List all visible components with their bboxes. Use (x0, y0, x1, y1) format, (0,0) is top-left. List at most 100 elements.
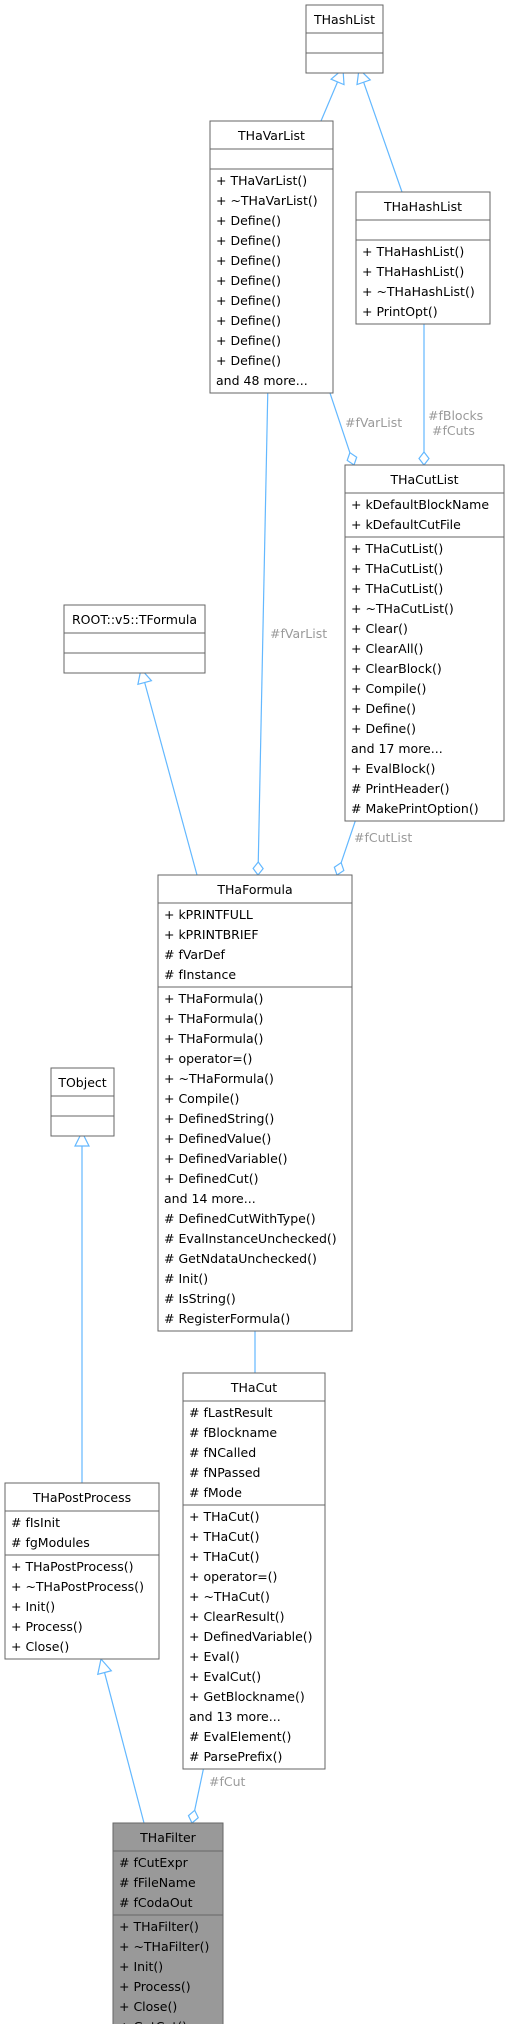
class-method: + THaHashList() (362, 244, 464, 259)
class-attribute: # fVarDef (164, 947, 226, 962)
class-attribute: # fBlockname (189, 1425, 277, 1440)
class-method: + ~THaFormula() (164, 1071, 274, 1086)
class-method: + Init() (11, 1599, 55, 1614)
class-method: + Define() (216, 233, 281, 248)
class-box (344, 464, 505, 822)
edge-label-thavarlist-to-thacutlist: #fVarList (345, 415, 402, 430)
class-method: + ClearAll() (351, 641, 423, 656)
class-thacut[interactable]: THaCut# fLastResult# fBlockname# fNCalle… (182, 1372, 326, 1770)
class-title: ROOT::v5::TFormula (72, 612, 197, 627)
class-method: + ~THaPostProcess() (11, 1579, 144, 1594)
class-thashlist[interactable]: THashList (305, 4, 384, 74)
class-method: and 48 more... (216, 373, 308, 388)
class-method: + THaFormula() (164, 1031, 263, 1046)
class-title: THaHashList (383, 199, 462, 214)
class-method: + DefinedVariable() (164, 1151, 288, 1166)
class-method: # IsString() (164, 1291, 236, 1306)
class-method: # EvalElement() (189, 1729, 291, 1744)
class-method: + ~THaCut() (189, 1589, 270, 1604)
class-method: + THaCut() (189, 1529, 259, 1544)
class-attribute: + kDefaultBlockName (351, 497, 489, 512)
class-thapostprocess[interactable]: THaPostProcess # fIsInit # fgModules + THaP… (4, 1482, 160, 1660)
class-thafilter[interactable]: THaFilter # fCutExpr # fFileName # fCodaOut… (112, 1822, 224, 2024)
class-method: # EvalInstanceUnchecked() (164, 1231, 337, 1246)
class-tformula[interactable]: ROOT::v5::TFormula (63, 604, 206, 674)
class-attribute: # fIsInit (11, 1515, 60, 1530)
class-method: + THaFormula() (164, 1011, 263, 1026)
class-method: + Define() (216, 313, 281, 328)
edge-thavarlist-inherits-thashlist (320, 67, 345, 122)
class-method: + Define() (216, 213, 281, 228)
class-method: + Eval() (189, 1649, 240, 1664)
class-method: + ~THaFilter() (119, 1939, 209, 1954)
class-thavarlist[interactable]: THaVarList+ THaVarList()+ ~THaVarList()+… (209, 120, 334, 394)
class-attribute: # fInstance (164, 967, 236, 982)
class-method: + THaCutList() (351, 541, 443, 556)
edge-label-thavarlist-to-thaformula: #fVarList (270, 626, 327, 641)
class-box (50, 1067, 115, 1137)
class-box (157, 874, 353, 1332)
class-method: # RegisterFormula() (164, 1311, 290, 1326)
class-method: + operator=() (164, 1051, 252, 1066)
class-method: + Define() (216, 333, 281, 348)
class-attribute: # fFileName (119, 1875, 196, 1890)
class-attribute: # fNPassed (189, 1465, 260, 1480)
edge-label-thahashlist-to-thacutlist-1: #fBlocks (428, 408, 483, 423)
class-box (182, 1372, 326, 1770)
edge-label-thacut-to-thafilter: #fCut (209, 1774, 246, 1789)
class-thahashlist[interactable]: THaHashList + THaHashList() + THaHashList(… (355, 191, 491, 325)
class-method: + THaFormula() (164, 991, 263, 1006)
edge-thahashlist-inherits-thashlist (356, 67, 403, 193)
class-method: # GetNdataUnchecked() (164, 1251, 317, 1266)
class-method: + ~THaHashList() (362, 284, 475, 299)
class-method: + Define() (351, 701, 416, 716)
class-method: + ~THaCutList() (351, 601, 454, 616)
class-attribute: + kPRINTFULL (164, 907, 253, 922)
class-method: + Close() (119, 1999, 177, 2014)
edge-thaformula-inherits-tformula (137, 667, 198, 876)
class-title: THaFilter (139, 1830, 197, 1845)
class-thaformula[interactable]: THaFormula+ kPRINTFULL+ kPRINTBRIEF# fVa… (157, 874, 353, 1332)
class-box (112, 1822, 224, 2024)
class-method: + Compile() (351, 681, 426, 696)
class-method: # MakePrintOption() (351, 801, 479, 816)
edge-label-thahashlist-to-thacutlist-2: #fCuts (432, 423, 475, 438)
class-title: THaVarList (237, 128, 305, 143)
class-method: + THaCutList() (351, 561, 443, 576)
class-box (305, 4, 384, 74)
class-method: + operator=() (189, 1569, 277, 1584)
class-attribute: # fgModules (11, 1535, 90, 1550)
edge-thahashlist-to-thacutlist (418, 311, 430, 466)
edges (74, 67, 430, 1824)
class-method: + GetCut() (119, 2019, 187, 2024)
class-method: + THaCutList() (351, 581, 443, 596)
class-attribute: # fNCalled (189, 1445, 256, 1460)
class-attribute: # fCodaOut (119, 1895, 193, 1910)
class-thacutlist[interactable]: THaCutList+ kDefaultBlockName+ kDefaultC… (344, 464, 505, 822)
class-method: # DefinedCutWithType() (164, 1211, 316, 1226)
class-method: + GetBlockname() (189, 1689, 305, 1704)
class-title: THaCut (230, 1380, 277, 1395)
class-title: THaFormula (216, 882, 292, 897)
class-method: # Init() (164, 1271, 208, 1286)
class-tobject[interactable]: TObject (50, 1067, 115, 1137)
class-method: # PrintHeader() (351, 781, 449, 796)
class-method: + THaHashList() (362, 264, 464, 279)
class-box (4, 1482, 160, 1660)
class-title: THaCutList (389, 472, 458, 487)
class-method: + Process() (119, 1979, 191, 1994)
edge-thavarlist-to-thaformula (252, 380, 269, 876)
class-method: + Close() (11, 1639, 69, 1654)
class-method: + DefinedCut() (164, 1171, 259, 1186)
class-method: + Compile() (164, 1091, 239, 1106)
class-method: + THaCut() (189, 1509, 259, 1524)
class-method: + DefinedVariable() (189, 1629, 313, 1644)
edge-thafilter-inherits-thapostprocess (96, 1657, 145, 1824)
class-method: and 14 more... (164, 1191, 256, 1206)
class-title: THaPostProcess (32, 1490, 131, 1505)
class-method: + THaPostProcess() (11, 1559, 133, 1574)
class-box (63, 604, 206, 674)
class-method: + Init() (119, 1959, 163, 1974)
class-attribute: # fCutExpr (119, 1855, 189, 1870)
